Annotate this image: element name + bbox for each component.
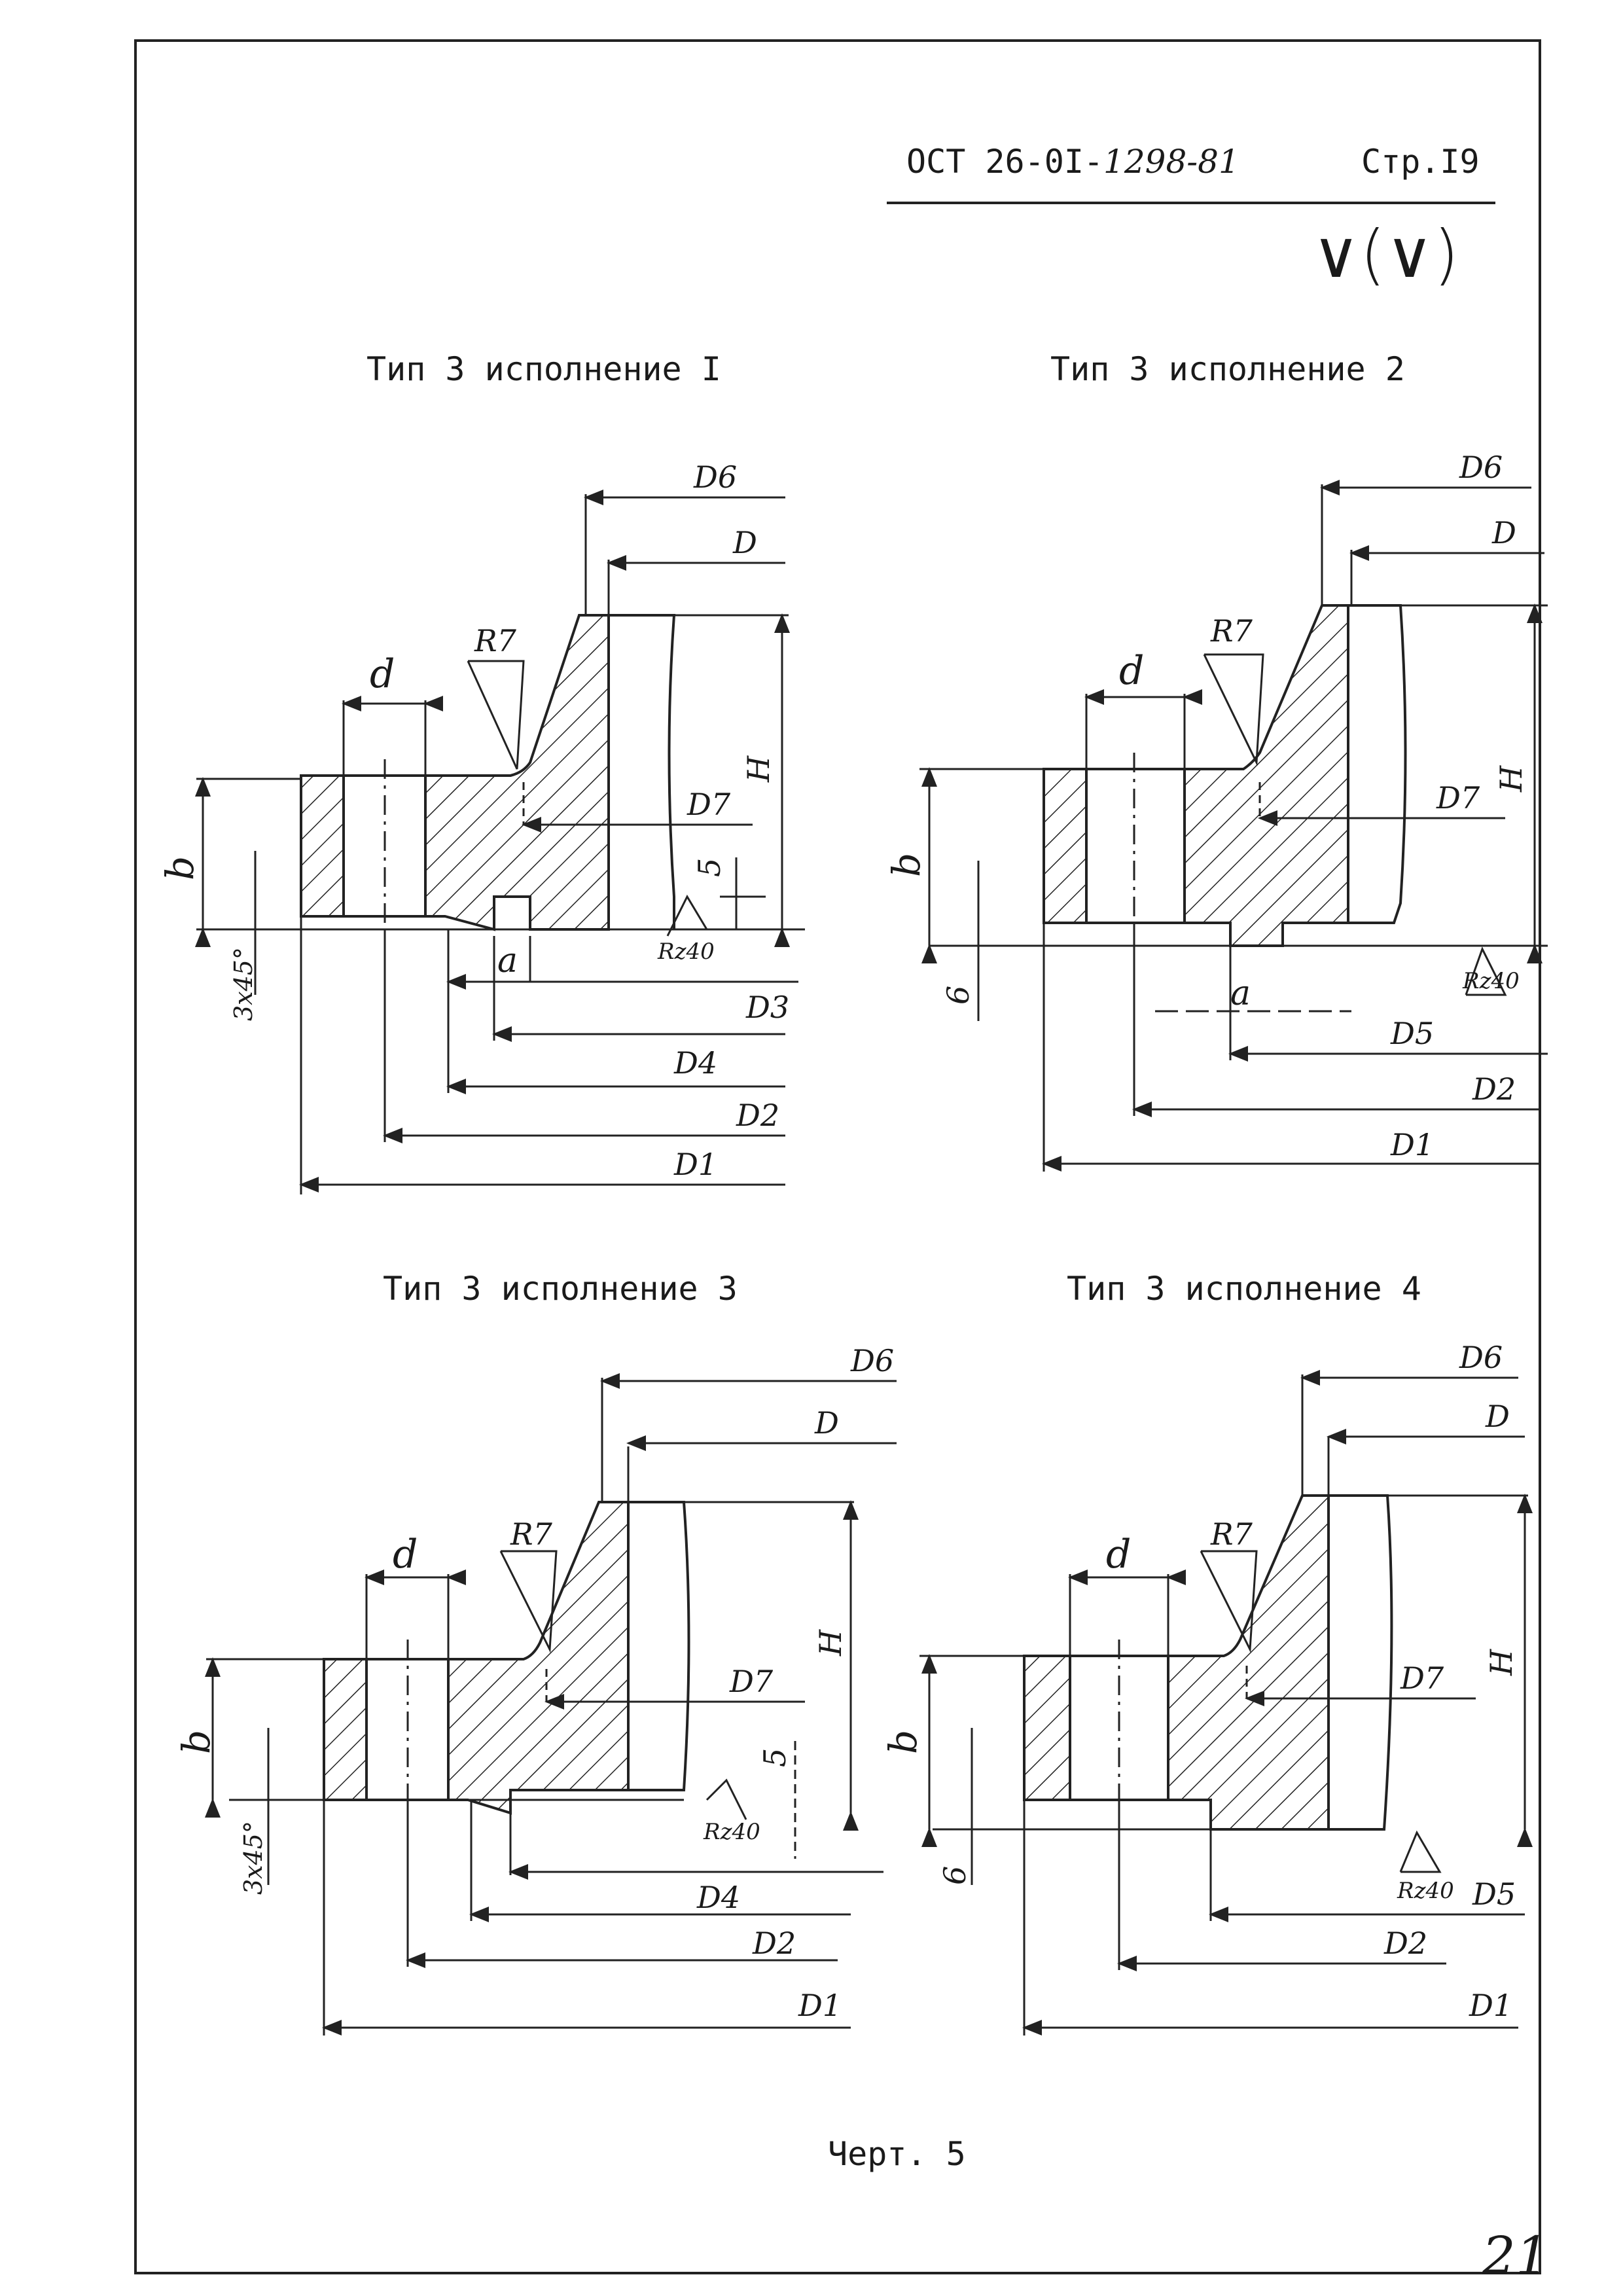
v2-label-a: a bbox=[1230, 974, 1251, 1013]
v2-label-D1: D1 bbox=[1390, 1127, 1434, 1162]
v3-label-H: H bbox=[813, 1629, 848, 1657]
v3-label-d: d bbox=[393, 1532, 418, 1577]
v3-label-D6: D6 bbox=[850, 1343, 894, 1378]
v4-label-D2: D2 bbox=[1383, 1926, 1427, 1961]
v1-label-rz: Rz40 bbox=[657, 939, 715, 965]
v2-label-R7: R7 bbox=[1210, 613, 1253, 649]
page-label: Стр.I9 bbox=[1361, 143, 1480, 181]
v1-label-D6: D6 bbox=[693, 459, 737, 495]
v4-label-six: 6 bbox=[937, 1866, 972, 1885]
v1-label-R7: R7 bbox=[474, 623, 517, 658]
v2-label-b: b bbox=[884, 853, 929, 877]
v4-label-D: D bbox=[1485, 1399, 1510, 1434]
v1-label-b: b bbox=[158, 856, 202, 880]
v3-label-b: b bbox=[174, 1730, 219, 1754]
v1-label-s: 5 bbox=[692, 858, 727, 877]
v2-label-D7: D7 bbox=[1436, 780, 1480, 816]
drawing-caption: Черт. 5 bbox=[828, 2135, 966, 2173]
page-number: 21 bbox=[1482, 2225, 1549, 2286]
v2-label-d: d bbox=[1119, 648, 1144, 694]
drawing-frame bbox=[134, 39, 1541, 2274]
v1-label-a: a bbox=[497, 941, 518, 980]
v4-label-R7: R7 bbox=[1210, 1516, 1253, 1552]
header-underline bbox=[887, 202, 1495, 204]
v3-label-D1: D1 bbox=[798, 1988, 842, 2023]
v4-label-b: b bbox=[881, 1730, 925, 1754]
v4-label-H: H bbox=[1484, 1649, 1519, 1676]
v4-label-D7: D7 bbox=[1400, 1660, 1444, 1696]
v3-label-D7: D7 bbox=[729, 1664, 774, 1699]
v4-label-D6: D6 bbox=[1459, 1340, 1503, 1375]
v4-label-D5: D5 bbox=[1472, 1876, 1516, 1912]
v3-label-D: D bbox=[814, 1405, 839, 1441]
v1-label-D: D bbox=[732, 525, 757, 560]
view-title-3: Тип 3 исполнение 3 bbox=[383, 1270, 738, 1308]
view-title-2: Тип 3 исполнение 2 bbox=[1050, 350, 1405, 388]
standard-number: ОСТ 26-0I-1298-81 bbox=[906, 143, 1240, 181]
v1-label-D7: D7 bbox=[687, 787, 731, 822]
v1-label-d: d bbox=[370, 651, 395, 697]
v2-label-D2: D2 bbox=[1472, 1071, 1516, 1107]
v3-label-s: 5 bbox=[757, 1748, 793, 1767]
v3-label-D2: D2 bbox=[752, 1926, 796, 1961]
v2-label-rz: Rz40 bbox=[1462, 968, 1520, 994]
v3-label-rz: Rz40 bbox=[703, 1819, 760, 1845]
view-3-drawing bbox=[205, 1373, 897, 2036]
v2-label-D6: D6 bbox=[1459, 450, 1503, 485]
view-title-4: Тип 3 исполнение 4 bbox=[1067, 1270, 1421, 1308]
v4-label-d: d bbox=[1106, 1532, 1131, 1577]
v4-label-D1: D1 bbox=[1469, 1988, 1512, 2023]
v1-label-chamfer: 3x45° bbox=[229, 947, 258, 1021]
roughness-mark: ∨(∨) bbox=[1312, 216, 1459, 293]
v3-label-chamfer: 3x45° bbox=[239, 1821, 268, 1895]
v1-label-D4: D4 bbox=[673, 1045, 717, 1081]
v4-label-rz: Rz40 bbox=[1397, 1878, 1454, 1904]
view-2-drawing bbox=[919, 480, 1548, 1172]
v1-label-D3: D3 bbox=[745, 990, 789, 1025]
v2-label-six: 6 bbox=[940, 986, 976, 1005]
v1-label-D2: D2 bbox=[736, 1098, 779, 1133]
v3-label-D4: D4 bbox=[696, 1880, 740, 1915]
v1-label-H: H bbox=[741, 755, 776, 783]
v2-label-H: H bbox=[1493, 765, 1529, 793]
v3-label-R7: R7 bbox=[510, 1516, 553, 1552]
view-4-drawing bbox=[919, 1370, 1533, 2036]
view-1-drawing bbox=[195, 490, 805, 1194]
v2-label-D5: D5 bbox=[1390, 1016, 1434, 1051]
v1-label-D1: D1 bbox=[673, 1147, 717, 1182]
view-title-1: Тип 3 исполнение I bbox=[366, 350, 721, 388]
v2-label-D: D bbox=[1491, 515, 1516, 550]
